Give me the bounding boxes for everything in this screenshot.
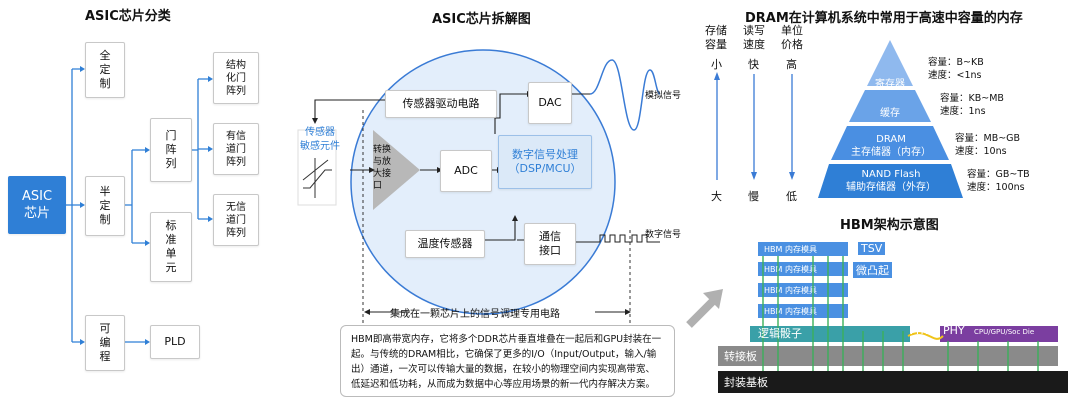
standard-cell-node: 标 准 单 元: [150, 212, 192, 282]
hbm-memory-die-1: HBM 内存模具: [758, 242, 848, 256]
speed-top-value: 快: [748, 58, 759, 71]
programmable-node: 可 编 程: [85, 315, 125, 371]
capacity-bottom-value: 大: [711, 190, 722, 203]
memory-pyramid: [818, 40, 963, 198]
digital-signal-label: 数字信号: [645, 230, 682, 240]
gate-array-node: 门 阵 列: [150, 118, 192, 182]
register-spec: 容量：B~KB 速度：<1ns: [928, 57, 984, 81]
structured-gate-array-node: 结构 化门 阵列: [213, 52, 259, 104]
hbm-architecture-title: HBM架构示意图: [840, 218, 939, 233]
asic-root-node: ASIC 芯片: [8, 176, 66, 234]
interposer-layer: [718, 346, 1058, 366]
dac-box: DAC: [528, 82, 572, 124]
phy-right-label: PHY: [943, 324, 965, 337]
hbm-memory-die-2: HBM 内存模具: [758, 262, 848, 276]
dram-title: DRAM在计算机系统中常用于高速中容量的内存: [745, 11, 1023, 26]
speed-bottom-value: 慢: [748, 190, 759, 203]
cpu-die-layer: [940, 326, 1058, 342]
phy-left-label: PHY: [910, 326, 930, 337]
integrated-circuit-caption: 集成在一颗芯片上的信号调理专用电路: [390, 309, 560, 320]
substrate-layer: [718, 371, 1068, 393]
communication-interface-box: 通信 接口: [524, 223, 576, 265]
asic-classification-title: ASIC芯片分类: [85, 9, 171, 24]
nand-spec: 容量：GB~TB 速度：100ns: [967, 169, 1030, 193]
adc-box: ADC: [440, 150, 492, 192]
conversion-amplifier-label: 转换 与放 大接 口: [373, 145, 392, 191]
cache-spec: 容量：KB~MB 速度：1ns: [940, 93, 1004, 117]
full-custom-node: 全 定 制: [85, 42, 125, 98]
dsp-mcu-box: 数字信号处理 （DSP/MCU）: [498, 135, 592, 189]
temperature-sensor-box: 温度传感器: [405, 230, 485, 258]
cache-label: 缓存: [880, 108, 900, 119]
channeled-gate-array-node: 有信 道门 阵列: [213, 123, 259, 175]
price-top-value: 高: [786, 58, 797, 71]
cpu-gpu-soc-die-label: CPU/GPU/Soc Die: [974, 328, 1035, 336]
nand-flash-label: NAND Flash 辅助存储器（外存）: [846, 169, 936, 193]
hbm-memory-die-4: HBM 内存模具: [758, 304, 848, 318]
pld-node: PLD: [150, 325, 200, 359]
sensor-element-label: 传感器 敏感元件: [300, 127, 340, 152]
micro-bump-label: 微凸起: [853, 262, 892, 278]
hbm-stack-area: HBM 内存模具 HBM 内存模具 HBM 内存模具 HBM 内存模具 TSV …: [718, 236, 1068, 396]
logic-die-layer: [750, 326, 910, 342]
capacity-heading: 存储 容量: [705, 24, 727, 51]
sensor-driver-circuit-box: 传感器驱动电路: [385, 90, 497, 118]
package-substrate-label: 封装基板: [724, 376, 768, 389]
dram-axis-arrows: [714, 72, 795, 180]
hbm-description-note: HBM即高带宽内存，它将多个DDR芯片垂直堆叠在一起后和GPU封装在一起。与传统…: [340, 325, 675, 397]
analog-signal-label: 模拟信号: [645, 91, 682, 101]
hbm-memory-die-3: HBM 内存模具: [758, 283, 848, 297]
logic-die-label: 逻辑骰子: [758, 327, 802, 340]
speed-heading: 读写 速度: [743, 24, 765, 51]
pointer-arrow-icon: [686, 289, 723, 328]
price-bottom-value: 低: [786, 190, 797, 203]
register-label: 寄存器: [875, 79, 905, 90]
channelless-gate-array-node: 无信 道门 阵列: [213, 194, 259, 246]
tsv-label: TSV: [858, 242, 886, 255]
asic-tree-connectors: [66, 66, 213, 345]
dram-main-memory-label: DRAM 主存储器（内存）: [851, 134, 931, 158]
dram-spec: 容量：MB~GB 速度：10ns: [955, 133, 1021, 157]
asic-teardown-title: ASIC芯片拆解图: [432, 12, 531, 27]
hbm-interconnect-lines: [762, 256, 1039, 371]
price-heading: 单位 价格: [781, 24, 803, 51]
interposer-label: 转接板: [724, 350, 757, 363]
semi-custom-node: 半 定 制: [85, 176, 125, 236]
capacity-top-value: 小: [711, 58, 722, 71]
